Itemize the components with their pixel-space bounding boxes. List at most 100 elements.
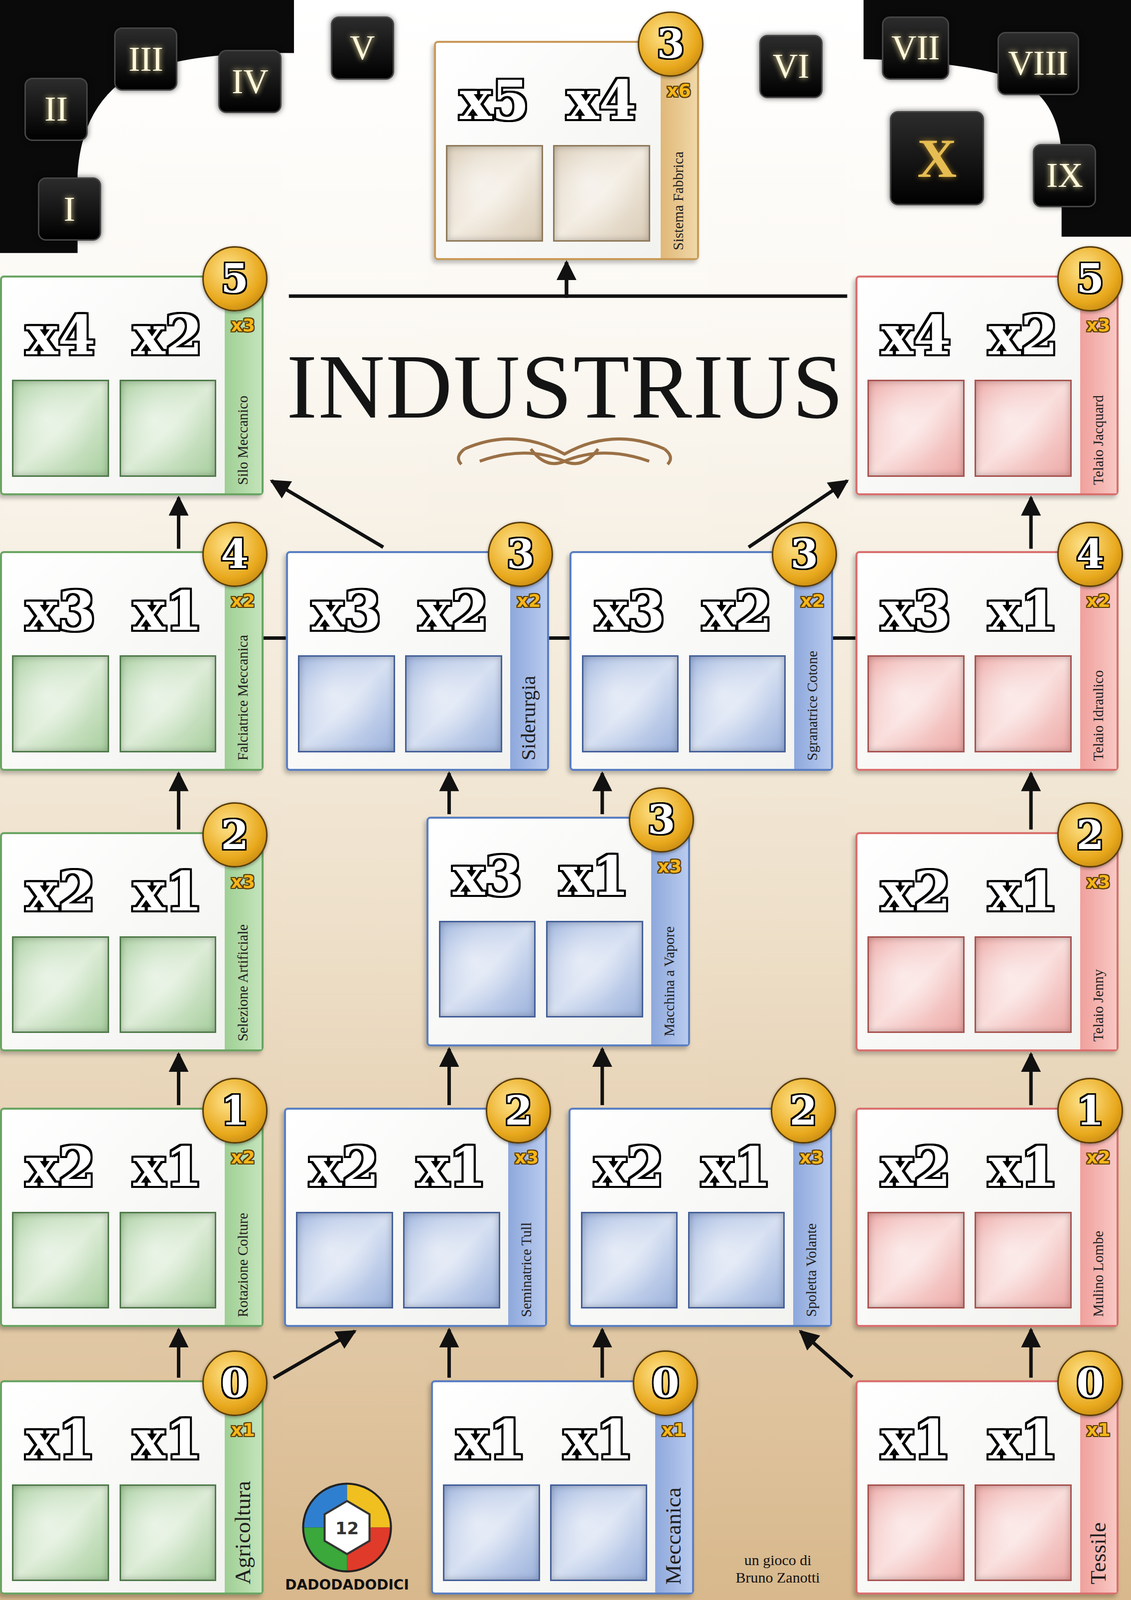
cost-number: 0 bbox=[220, 1363, 249, 1404]
cost-coin: 1 bbox=[1057, 1077, 1123, 1143]
card-panel bbox=[119, 1211, 217, 1309]
track-tile: IV bbox=[218, 49, 282, 114]
card-panel bbox=[442, 1484, 541, 1582]
card-count: x1 bbox=[655, 1420, 693, 1439]
cost-coin: 1 bbox=[202, 1077, 268, 1143]
cost-coin: 4 bbox=[202, 521, 268, 587]
cost-number: 1 bbox=[220, 1090, 249, 1131]
multiplier: x2 bbox=[867, 1139, 965, 1194]
card-name: Tessile bbox=[1086, 1522, 1112, 1585]
card-count: x2 bbox=[510, 591, 548, 610]
card-name: Macchina a Vapore bbox=[661, 926, 678, 1037]
multiplier: x2 bbox=[119, 308, 217, 363]
cost-number: 5 bbox=[220, 258, 249, 299]
tech-card: x2x1x3Telaio Jenny2 bbox=[855, 832, 1120, 1052]
link-line bbox=[833, 636, 856, 640]
multiplier: x2 bbox=[974, 308, 1072, 363]
card-name: Silo Meccanico bbox=[235, 395, 252, 485]
cost-coin: 0 bbox=[632, 1350, 699, 1416]
tech-card: x2x1x2Rotazione Colture1 bbox=[0, 1107, 264, 1327]
cost-coin: 3 bbox=[487, 521, 554, 587]
author-credit: un gioco di Bruno Zanotti bbox=[725, 1551, 831, 1586]
cost-coin: 2 bbox=[1057, 802, 1123, 868]
card-name: Telaio Idraulico bbox=[1090, 670, 1107, 761]
card-panel bbox=[688, 1211, 786, 1309]
cost-number: 0 bbox=[651, 1363, 680, 1404]
track-number: I bbox=[63, 191, 76, 227]
multiplier: x2 bbox=[867, 864, 965, 919]
cost-coin: 3 bbox=[637, 11, 704, 77]
multiplier: x1 bbox=[550, 1412, 648, 1467]
tech-card: x2x1x3Spoletta Volante2 bbox=[568, 1107, 833, 1327]
card-panel bbox=[974, 1211, 1072, 1309]
card-name: Mulino Lombe bbox=[1090, 1230, 1107, 1317]
card-name: Selezione Artificiale bbox=[235, 924, 252, 1042]
tech-card: x3x2x2Sgranatrice Cotone3 bbox=[569, 551, 834, 771]
card-count: x3 bbox=[651, 857, 689, 876]
upgrade-arrow bbox=[176, 1053, 181, 1106]
link-line bbox=[263, 636, 286, 640]
multiplier: x1 bbox=[974, 864, 1072, 919]
card-panel bbox=[867, 379, 965, 477]
cost-number: 2 bbox=[220, 815, 249, 855]
tech-card: x2x1x2Mulino Lombe1 bbox=[855, 1107, 1120, 1327]
upgrade-arrow bbox=[566, 262, 848, 296]
multiplier: x2 bbox=[295, 1139, 394, 1194]
upgrade-arrow bbox=[447, 1048, 451, 1106]
card-panel bbox=[580, 1211, 679, 1309]
link-line bbox=[549, 636, 570, 640]
track-number: IV bbox=[231, 64, 269, 100]
card-panel bbox=[119, 936, 217, 1034]
card-count: x3 bbox=[224, 316, 262, 335]
multiplier: x2 bbox=[580, 1139, 679, 1194]
card-panel bbox=[689, 655, 787, 753]
cost-coin: 3 bbox=[771, 521, 838, 587]
card-count: x3 bbox=[1080, 316, 1118, 335]
multiplier: x4 bbox=[553, 73, 651, 128]
multiplier: x1 bbox=[974, 583, 1072, 638]
card-name: Falciatrice Meccanica bbox=[235, 634, 252, 761]
card-name: Meccanica bbox=[661, 1487, 687, 1585]
multiplier: x1 bbox=[974, 1412, 1072, 1467]
multiplier: x1 bbox=[974, 1139, 1072, 1194]
card-panel bbox=[403, 1211, 501, 1309]
track-tile: III bbox=[114, 27, 178, 91]
track-tile: I bbox=[37, 177, 102, 241]
card-name: Telaio Jacquard bbox=[1090, 395, 1107, 485]
card-panel bbox=[546, 920, 644, 1018]
track-number: V bbox=[349, 30, 376, 66]
multiplier: x3 bbox=[581, 583, 680, 638]
card-count: x3 bbox=[1080, 872, 1118, 891]
card-panel bbox=[11, 655, 110, 753]
track-number: IX bbox=[1046, 157, 1084, 193]
card-panel bbox=[553, 144, 651, 243]
tech-card: x1x1x1Tessile0 bbox=[855, 1380, 1120, 1595]
multiplier: x2 bbox=[11, 1139, 110, 1194]
cost-coin: 0 bbox=[1057, 1350, 1123, 1416]
card-panel bbox=[974, 1484, 1072, 1582]
multiplier: x1 bbox=[119, 1412, 217, 1467]
cost-number: 5 bbox=[1076, 258, 1105, 299]
tech-card: x3x1x3Macchina a Vapore3 bbox=[426, 816, 691, 1047]
title-ornament bbox=[458, 438, 671, 465]
card-panel bbox=[550, 1484, 648, 1582]
cost-number: 2 bbox=[789, 1090, 818, 1131]
card-count: x2 bbox=[1080, 1148, 1118, 1167]
cost-coin: 5 bbox=[202, 246, 268, 312]
card-panel bbox=[867, 936, 965, 1034]
upgrade-arrow bbox=[1029, 773, 1033, 830]
tech-card: x4x2x3Telaio Jacquard5 bbox=[855, 275, 1120, 495]
multiplier: x1 bbox=[119, 583, 217, 638]
card-panel bbox=[974, 655, 1072, 753]
cost-coin: 2 bbox=[485, 1077, 552, 1143]
tech-card: x3x1x2Telaio Idraulico4 bbox=[855, 551, 1120, 771]
track-number: VI bbox=[772, 48, 810, 84]
tech-card: x5x4x6Sistema Fabbrica3 bbox=[433, 40, 700, 261]
multiplier: x1 bbox=[11, 1412, 110, 1467]
upgrade-arrow bbox=[176, 1329, 181, 1378]
upgrade-arrow bbox=[273, 1331, 355, 1379]
cost-number: 2 bbox=[1076, 815, 1105, 855]
multiplier: x2 bbox=[405, 583, 503, 638]
multiplier: x3 bbox=[297, 583, 396, 638]
card-panel bbox=[295, 1211, 394, 1309]
